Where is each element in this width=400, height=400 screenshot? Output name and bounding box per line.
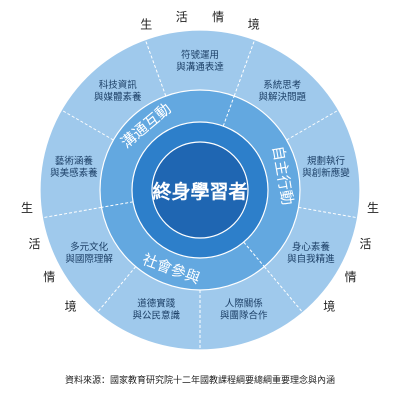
context-char-left: 活 (29, 237, 41, 251)
competency-label: 身心素養與自我精進 (287, 241, 335, 265)
competency-line-2: 與公民意識 (132, 309, 180, 321)
competency-label: 多元文化與國際理解 (65, 241, 113, 265)
competency-label: 系統思考與解決問題 (259, 79, 307, 103)
outer-divider (42, 206, 102, 219)
outer-divider (96, 266, 137, 313)
context-char-left: 生 (21, 201, 33, 215)
competency-label: 道德實踐與公民意識 (132, 297, 180, 321)
outer-divider (144, 39, 167, 97)
competency-line-2: 與媒體素養 (94, 91, 142, 103)
outer-divider (233, 39, 256, 97)
context-labels: 生活情境生活情境生活情境 (21, 10, 379, 313)
source-note: 資料來源：國家教育研究院十二年國教課程綱要總綱重要理念與內涵 (64, 376, 335, 386)
outer-dividers (42, 39, 358, 350)
outer-divider (298, 206, 358, 219)
context-char-top: 活 (176, 10, 188, 24)
context-char-right: 生 (367, 201, 379, 215)
competency-line-1: 身心素養 (292, 241, 331, 253)
competency-line-2: 與國際理解 (65, 253, 113, 265)
competency-label: 人際關係與團隊合作 (220, 297, 268, 321)
competency-line-1: 多元文化 (70, 241, 109, 253)
competency-label: 藝術涵養與美感素養 (50, 155, 98, 179)
competency-line-2: 與創新應變 (302, 167, 350, 179)
competency-label: 符號運用與溝通表達 (176, 49, 224, 73)
competency-line-1: 科技資訊 (99, 79, 138, 91)
outer-divider (61, 109, 114, 141)
core-circle (151, 141, 249, 239)
middle-dividers (101, 95, 265, 267)
context-char-right: 情 (345, 270, 357, 284)
context-char-left: 情 (43, 270, 55, 284)
context-char-right: 活 (359, 237, 371, 251)
competency-line-2: 與美感素養 (50, 167, 98, 179)
competency-line-2: 與溝通表達 (176, 61, 224, 73)
competency-label: 規劃執行與創新應變 (302, 155, 350, 179)
competency-label: 科技資訊與媒體素養 (94, 79, 142, 103)
outer-divider (263, 266, 304, 313)
middle-divider (101, 201, 134, 208)
competency-labels: 符號運用與溝通表達系統思考與解決問題規劃執行與創新應變身心素養與自我精進人際關係… (50, 49, 350, 321)
competency-line-1: 藝術涵養 (55, 155, 94, 167)
competency-line-2: 與團隊合作 (220, 309, 268, 321)
competency-line-1: 符號運用 (181, 49, 219, 61)
competency-line-1: 人際關係 (225, 297, 264, 309)
context-char-top: 情 (212, 10, 224, 24)
context-char-left: 境 (65, 298, 77, 313)
core-label: 終身學習者 (152, 180, 247, 203)
middle-divider (222, 95, 235, 127)
context-char-right: 境 (323, 298, 335, 313)
context-char-top: 境 (248, 17, 260, 32)
outer-divider (286, 109, 339, 141)
competency-line-1: 規劃執行 (307, 155, 346, 167)
competency-line-1: 道德實踐 (137, 297, 176, 309)
competency-line-1: 系統思考 (263, 79, 301, 91)
middle-divider (243, 241, 265, 267)
competency-line-2: 與自我精進 (287, 253, 335, 265)
context-char-top: 生 (140, 18, 152, 32)
competency-line-2: 與解決問題 (259, 91, 307, 103)
